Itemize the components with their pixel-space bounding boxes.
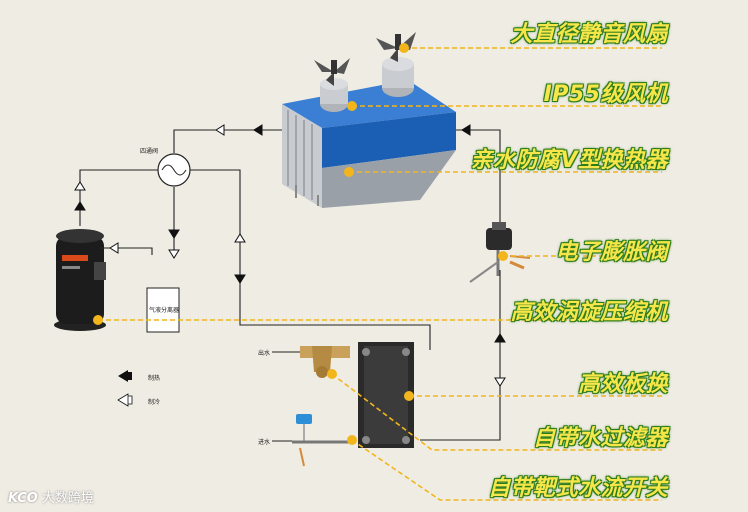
arrow-hollow-down-2 xyxy=(494,377,506,387)
flow-arrows xyxy=(74,124,506,387)
arrow-solid-up-2 xyxy=(494,333,506,343)
electronic-expansion-valve xyxy=(469,222,531,283)
arrow-hollow-left-1 xyxy=(215,124,225,136)
water-out-label: 出水 xyxy=(258,350,271,357)
callout-v-heat-exchanger: 亲水防腐V型换热器 xyxy=(470,148,668,173)
arrow-hollow-up-2 xyxy=(234,233,246,243)
callout-ip55-fan-motor: IP55级风机 xyxy=(543,82,668,107)
leader-lines xyxy=(98,47,662,501)
target-flow-switch xyxy=(292,414,356,467)
v-type-heat-exchanger xyxy=(282,80,456,208)
fan-left xyxy=(314,58,350,112)
water-filter xyxy=(300,346,350,378)
arrow-solid-down-1 xyxy=(168,229,180,239)
arrow-solid-left-1 xyxy=(253,124,263,136)
gas-liquid-separator xyxy=(146,287,180,333)
callout-scroll-compressor: 高效涡旋压缩机 xyxy=(510,300,668,325)
watermark-logo: KCO xyxy=(8,491,38,506)
anchor-dots xyxy=(93,43,508,445)
callout-water-filter: 自带水过滤器 xyxy=(532,426,668,451)
arrow-solid-up-1 xyxy=(74,201,86,211)
water-in-label: 进水 xyxy=(258,439,271,446)
arrow-hollow-left-2 xyxy=(109,242,119,254)
callout-electronic-expansion-valve: 电子膨胀阀 xyxy=(555,240,668,265)
legend-heating-label: 制热 xyxy=(148,375,161,382)
arrow-solid-left-2 xyxy=(461,124,471,136)
watermark-text: 大数跨境 xyxy=(41,491,94,506)
arrow-hollow-down-1 xyxy=(168,249,180,259)
arrow-solid-down-2 xyxy=(234,274,246,284)
legend-cooling-arrow xyxy=(117,393,133,407)
four-way-valve xyxy=(157,153,191,187)
arrow-hollow-up-1 xyxy=(74,181,86,191)
legend-heating-arrow xyxy=(118,370,132,382)
four-way-valve-label: 四通阀 xyxy=(140,148,159,155)
fan-right xyxy=(376,32,416,97)
callout-plate-heat-exchanger: 高效板换 xyxy=(577,372,668,397)
callout-target-flow-switch: 自带靶式水流开关 xyxy=(487,476,668,501)
scroll-compressor xyxy=(54,229,106,331)
plate-heat-exchanger xyxy=(358,342,414,448)
gas-liquid-separator-label: 气液分离器 xyxy=(149,307,180,314)
callout-large-quiet-fan: 大直径静音风扇 xyxy=(510,22,668,47)
legend-cooling-label: 制冷 xyxy=(148,399,161,406)
